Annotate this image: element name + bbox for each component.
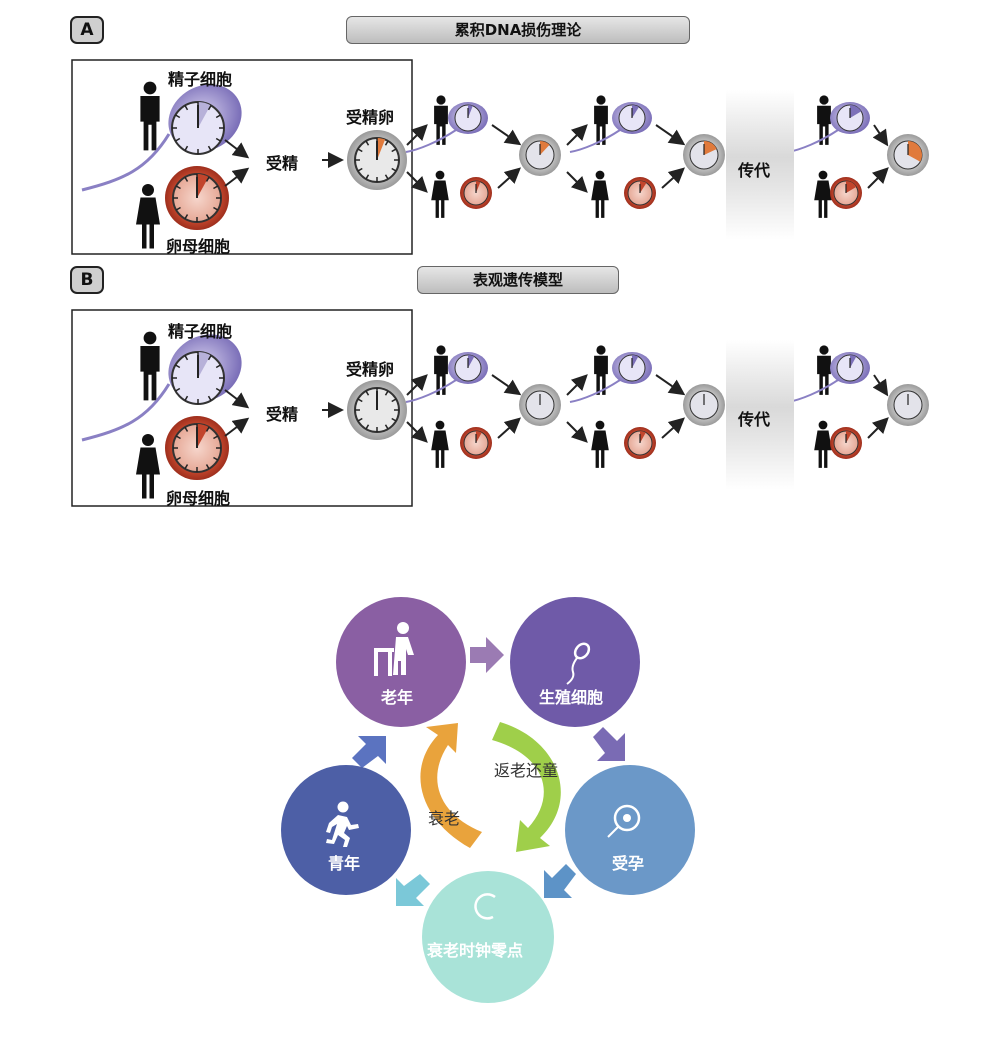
male-silhouette-icon (140, 81, 160, 151)
female-silhouette-icon (431, 170, 449, 218)
sperm-tail (787, 129, 839, 153)
male-silhouette-icon (140, 331, 160, 401)
node-youth (281, 765, 411, 895)
conception-icon (607, 804, 641, 838)
node-old-age-label: 老年 (381, 688, 414, 707)
arrow-sperm-to-zygote (491, 124, 522, 146)
arrow-sperm-to-zygote (872, 374, 889, 397)
female-silhouette-icon (136, 434, 160, 499)
node-conception-label: 受孕 (612, 854, 645, 873)
female-silhouette-icon (431, 420, 449, 468)
arrow-conception-to-zero (544, 864, 576, 898)
panel-b-fertilization-label: 受精 (266, 405, 299, 424)
panel-a-egg-label: 卵母细胞 (166, 237, 231, 256)
sperm-icon (566, 642, 591, 685)
aging-arc (420, 723, 482, 848)
male-silhouette-icon (817, 345, 831, 395)
male-silhouette-icon (594, 95, 608, 145)
cycle-diagram (281, 597, 695, 1003)
sperm-tail (81, 383, 171, 442)
male-silhouette-icon (594, 345, 608, 395)
panel-b-title: 表观遗传模型 (417, 266, 619, 294)
panel-b-diagram (81, 331, 929, 499)
sperm-tail (405, 379, 457, 403)
sperm-tail (405, 129, 457, 153)
female-silhouette-icon (591, 420, 609, 468)
node-germ-cells-label: 生殖细胞 (539, 688, 604, 707)
arrow-germ-to-conception (593, 727, 625, 761)
panel-b-generation-label: 传代 (738, 410, 771, 429)
panel-a-title: 累积DNA损伤理论 (346, 16, 690, 44)
female-silhouette-icon (591, 170, 609, 218)
panel-a-sperm-label: 精子细胞 (168, 70, 233, 89)
arrow-sperm-to-zygote (491, 374, 522, 396)
panel-a-zygote-label: 受精卵 (346, 108, 395, 127)
arrow-youth-to-old (352, 736, 386, 768)
arrow-egg-to-zygote (661, 167, 685, 189)
panel-a-fertilization-label: 受精 (266, 154, 299, 173)
arrow-egg-to-fertilization (224, 167, 250, 187)
arrow-sperm-to-zygote (655, 374, 686, 396)
arrow-sperm-to-fertilization (224, 139, 250, 159)
arrow-sperm-to-fertilization (224, 389, 250, 409)
rejuvenation-arc (492, 722, 561, 852)
male-silhouette-icon (434, 345, 448, 395)
arrow-to-male (406, 124, 428, 146)
arrow-to-male (406, 374, 428, 396)
panel-b-tag: B (70, 266, 104, 294)
arrow-to-female (566, 421, 588, 443)
panel-a-generation-band (726, 90, 794, 240)
arrow-to-male (566, 374, 588, 396)
panel-b-egg-label: 卵母细胞 (166, 489, 231, 508)
arrow-old-to-germ (470, 637, 504, 673)
arrow-to-male (566, 124, 588, 146)
arrow-to-female (406, 421, 428, 443)
node-youth-label: 青年 (328, 854, 361, 873)
arrow-egg-to-zygote (867, 417, 889, 439)
arrow-zero-to-youth (396, 874, 430, 906)
rejuvenation-label: 返老还童 (494, 761, 559, 780)
arrow-egg-to-zygote (661, 417, 685, 439)
sperm-tail (569, 129, 621, 153)
panel-b-sperm-label: 精子细胞 (168, 322, 233, 341)
female-silhouette-icon (814, 420, 832, 468)
arrow-sperm-to-zygote (655, 124, 686, 146)
female-silhouette-icon (814, 170, 832, 218)
sperm-tail (569, 379, 621, 403)
female-silhouette-icon (136, 184, 160, 249)
male-silhouette-icon (434, 95, 448, 145)
arrow-egg-to-zygote (497, 417, 521, 439)
arrow-egg-to-fertilization (224, 417, 250, 437)
panel-b-box (71, 309, 413, 507)
arrow-sperm-to-zygote (872, 124, 889, 147)
male-silhouette-icon (817, 95, 831, 145)
aging-label: 衰老 (428, 809, 461, 828)
arrow-egg-to-zygote (497, 167, 521, 189)
running-person-icon (326, 801, 359, 847)
arrow-to-female (406, 171, 428, 193)
sperm-tail (787, 379, 839, 403)
panel-a-box (71, 59, 413, 255)
zero-clock-icon (474, 893, 496, 920)
node-zero-point (422, 871, 554, 1003)
sperm-tail (81, 133, 171, 192)
panel-a-tag: A (70, 16, 104, 44)
panel-b-zygote-label: 受精卵 (346, 360, 395, 379)
arrow-to-female (566, 171, 588, 193)
panel-b-generation-band (726, 340, 794, 490)
arrow-egg-to-zygote (867, 167, 889, 189)
panel-a-diagram (81, 81, 929, 249)
elderly-icon (374, 622, 414, 676)
panel-a-generation-label: 传代 (738, 161, 771, 180)
node-zero-point-label: 衰老时钟零点 (427, 941, 524, 960)
